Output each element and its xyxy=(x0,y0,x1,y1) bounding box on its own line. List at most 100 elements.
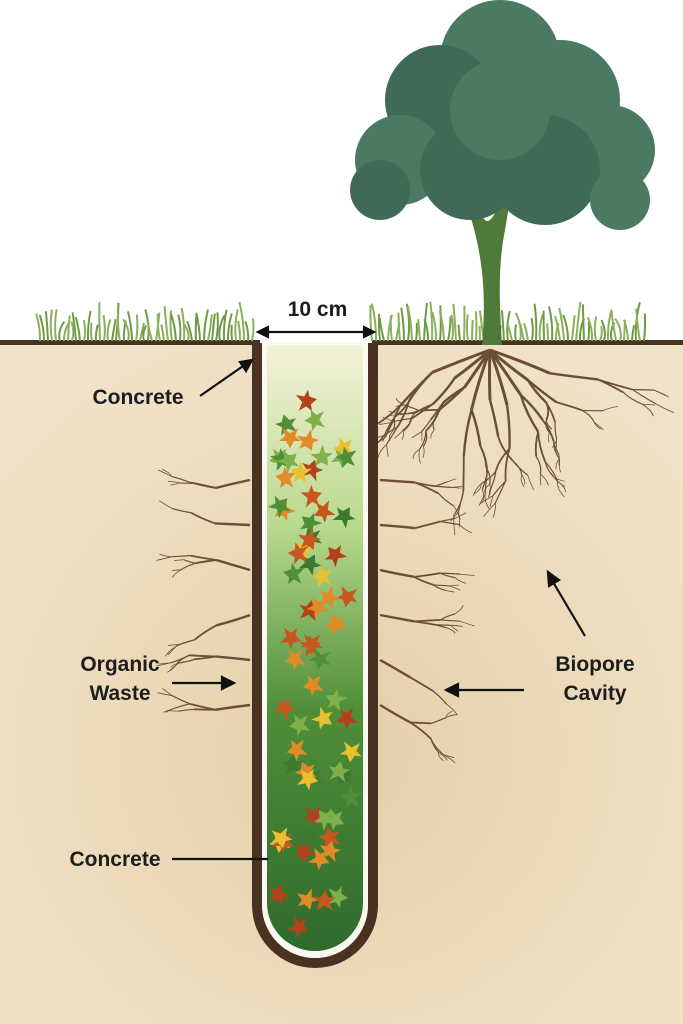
root xyxy=(179,639,195,645)
root xyxy=(171,507,192,514)
root xyxy=(450,625,459,632)
grass-blade xyxy=(635,308,641,342)
root xyxy=(382,432,386,442)
root xyxy=(487,349,492,400)
root xyxy=(495,447,511,472)
root xyxy=(161,468,172,477)
grass-blade xyxy=(116,312,121,342)
grass-blade xyxy=(397,312,401,342)
grass-blade xyxy=(465,314,469,342)
root xyxy=(494,480,507,504)
leaf xyxy=(286,739,308,762)
leaf xyxy=(298,528,321,550)
root xyxy=(167,645,177,656)
root xyxy=(174,559,184,561)
grass-blade xyxy=(44,311,49,342)
leaf xyxy=(309,444,333,467)
root xyxy=(379,703,411,724)
root xyxy=(430,429,435,439)
grass-blade xyxy=(575,301,582,342)
leaf xyxy=(308,648,331,670)
grass-blade xyxy=(450,314,454,342)
grass-blade xyxy=(169,310,173,342)
grass xyxy=(35,301,647,342)
root xyxy=(504,448,511,481)
root xyxy=(167,644,180,646)
grass-blade xyxy=(186,321,193,342)
grass-blade xyxy=(215,312,219,342)
leaf xyxy=(284,649,307,671)
leaf xyxy=(324,614,348,637)
root xyxy=(157,692,172,696)
arrowhead xyxy=(362,325,377,339)
root xyxy=(632,388,655,391)
root xyxy=(519,394,540,433)
root xyxy=(487,484,492,498)
grass-blade xyxy=(614,318,622,342)
leaf xyxy=(281,754,304,775)
grass-blade xyxy=(251,318,255,342)
leaf xyxy=(276,450,300,474)
root xyxy=(655,403,675,414)
root xyxy=(492,502,496,518)
grass-blade xyxy=(111,319,117,342)
leaf xyxy=(319,586,342,610)
root xyxy=(535,455,542,475)
root xyxy=(582,409,595,423)
leaf xyxy=(274,414,297,436)
root xyxy=(379,568,415,579)
root xyxy=(555,458,560,470)
grass-blade xyxy=(538,314,544,342)
grass-blade xyxy=(562,314,570,342)
root xyxy=(394,430,404,439)
canopy-cluster xyxy=(350,160,410,220)
grass-blade xyxy=(400,307,405,342)
leaf xyxy=(325,688,348,712)
leaf xyxy=(313,890,336,911)
grass-blade xyxy=(218,314,226,342)
grass-blade xyxy=(146,321,153,342)
root xyxy=(455,512,467,519)
root xyxy=(414,481,436,488)
root xyxy=(484,494,490,510)
grass-blade xyxy=(474,311,478,342)
grass-blade xyxy=(244,321,250,342)
root xyxy=(632,389,657,405)
concrete-top-arrow xyxy=(199,363,247,397)
grass-blade xyxy=(74,316,81,342)
grass-blade xyxy=(429,301,434,342)
grass-blade xyxy=(71,312,77,342)
roots xyxy=(156,348,675,764)
root xyxy=(162,687,173,696)
root xyxy=(435,624,448,629)
grass-blade xyxy=(102,314,106,342)
root xyxy=(485,467,491,485)
grass-blade xyxy=(471,319,474,342)
grass-blade xyxy=(571,315,576,342)
grass-blade xyxy=(546,323,549,342)
leaf xyxy=(311,706,333,730)
grass-blade xyxy=(415,322,419,342)
leaf xyxy=(306,597,330,620)
leaf xyxy=(311,565,333,587)
leaf xyxy=(339,741,362,763)
root xyxy=(409,676,434,692)
grass-blade xyxy=(106,319,112,342)
leaf xyxy=(327,886,348,909)
biopore-cavity-label: Biopore Cavity xyxy=(535,650,655,708)
width-label: 10 cm xyxy=(287,298,348,321)
grass-blade xyxy=(431,311,438,342)
grass-blade xyxy=(49,309,53,342)
leaf xyxy=(279,427,302,449)
root xyxy=(171,569,182,571)
concrete-top-label: Concrete xyxy=(92,386,184,409)
grass-blade xyxy=(533,303,538,342)
root xyxy=(459,524,473,534)
root xyxy=(410,721,432,725)
root xyxy=(379,523,415,530)
root xyxy=(478,494,486,506)
grass-blade xyxy=(500,310,505,342)
grass-blade xyxy=(202,309,210,342)
root xyxy=(216,558,251,572)
root xyxy=(435,481,448,487)
